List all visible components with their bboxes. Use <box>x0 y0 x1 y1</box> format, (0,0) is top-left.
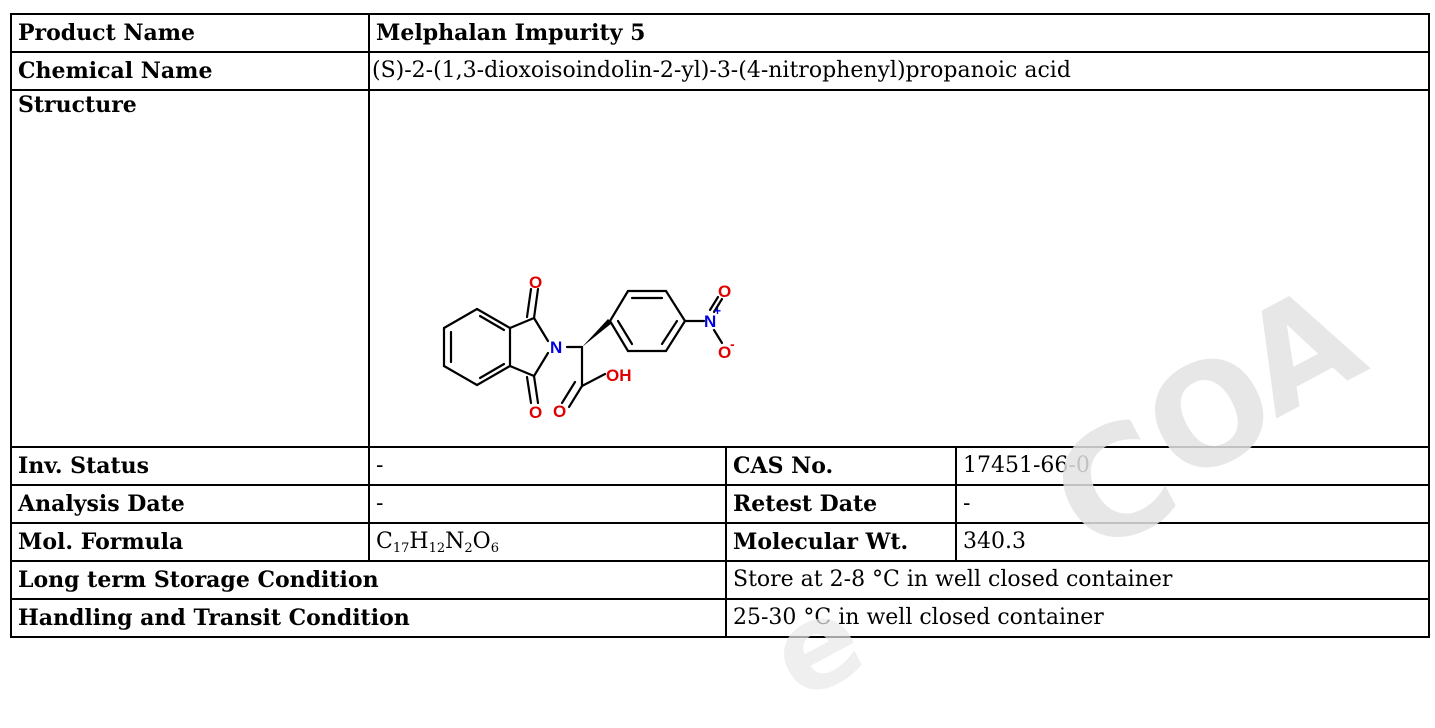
product-info-table: Product Name Melphalan Impurity 5 Chemic… <box>10 13 1431 638</box>
structure-image: O O N O OH N + O O - <box>442 273 735 422</box>
atom-n-plus: + <box>714 304 721 318</box>
mol-wt-label: Molecular Wt. <box>725 522 957 562</box>
atom-n-nitro: N <box>704 312 716 331</box>
formula-n-h: 12 <box>428 540 446 556</box>
cas-value: 17451-66-0 <box>954 446 1431 486</box>
row-chemical-name: Chemical Name (S)-2-(1,3-dioxoisoindolin… <box>10 51 1431 91</box>
chemical-name-value: (S)-2-(1,3-dioxoisoindolin-2-yl)-3-(4-ni… <box>367 51 1431 91</box>
handling-label: Handling and Transit Condition <box>10 598 727 638</box>
inv-status-label: Inv. Status <box>10 446 370 486</box>
coa-page: Product Name Melphalan Impurity 5 Chemic… <box>10 13 1431 728</box>
storage-label: Long term Storage Condition <box>10 560 727 600</box>
retest-date-label: Retest Date <box>725 484 957 524</box>
mol-formula-value: C17H12N2O6 <box>368 522 727 562</box>
atom-o-minus: - <box>730 336 735 352</box>
handling-value: 25-30 °C in well closed container <box>724 598 1431 638</box>
row-analysis-date: Analysis Date - Retest Date - <box>10 484 1431 524</box>
formula-n-n: 2 <box>464 540 473 556</box>
atom-o-top: O <box>529 273 542 292</box>
formula-el-o: O <box>472 528 491 554</box>
mol-formula-label: Mol. Formula <box>10 522 370 562</box>
formula-n-c: 17 <box>392 540 410 556</box>
formula-el-n: N <box>445 528 465 554</box>
atom-n-imide: N <box>550 338 562 357</box>
atom-o-nitro-bottom: O <box>718 343 731 362</box>
inv-status-value: - <box>368 446 727 486</box>
retest-date-value: - <box>954 484 1431 524</box>
atom-o-nitro-top: O <box>718 282 731 301</box>
storage-value: Store at 2-8 °C in well closed container <box>724 560 1431 600</box>
row-handling: Handling and Transit Condition 25-30 °C … <box>10 598 1431 638</box>
row-inv-status: Inv. Status - CAS No. 17451-66-0 <box>10 446 1431 486</box>
atom-oh: OH <box>606 366 632 385</box>
structure-cell: O O N O OH N + O O - <box>367 89 1431 448</box>
product-name-label: Product Name <box>10 13 370 53</box>
atom-o-bottom: O <box>529 403 542 422</box>
row-mol-formula: Mol. Formula C17H12N2O6 Molecular Wt. 34… <box>10 522 1431 562</box>
formula-n-o: 6 <box>490 540 499 556</box>
formula-el-h: H <box>409 528 429 554</box>
analysis-date-label: Analysis Date <box>10 484 370 524</box>
cas-label: CAS No. <box>725 446 957 486</box>
row-structure: Structure <box>10 89 1431 448</box>
mol-wt-value: 340.3 <box>954 522 1431 562</box>
atom-o-acid: O <box>553 402 566 421</box>
row-storage: Long term Storage Condition Store at 2-8… <box>10 560 1431 600</box>
chemical-name-label: Chemical Name <box>10 51 370 91</box>
structure-label: Structure <box>10 89 370 448</box>
analysis-date-value: - <box>368 484 727 524</box>
formula-el-c: C <box>376 528 393 554</box>
row-product-name: Product Name Melphalan Impurity 5 <box>10 13 1431 53</box>
product-name-value: Melphalan Impurity 5 <box>367 13 1431 53</box>
